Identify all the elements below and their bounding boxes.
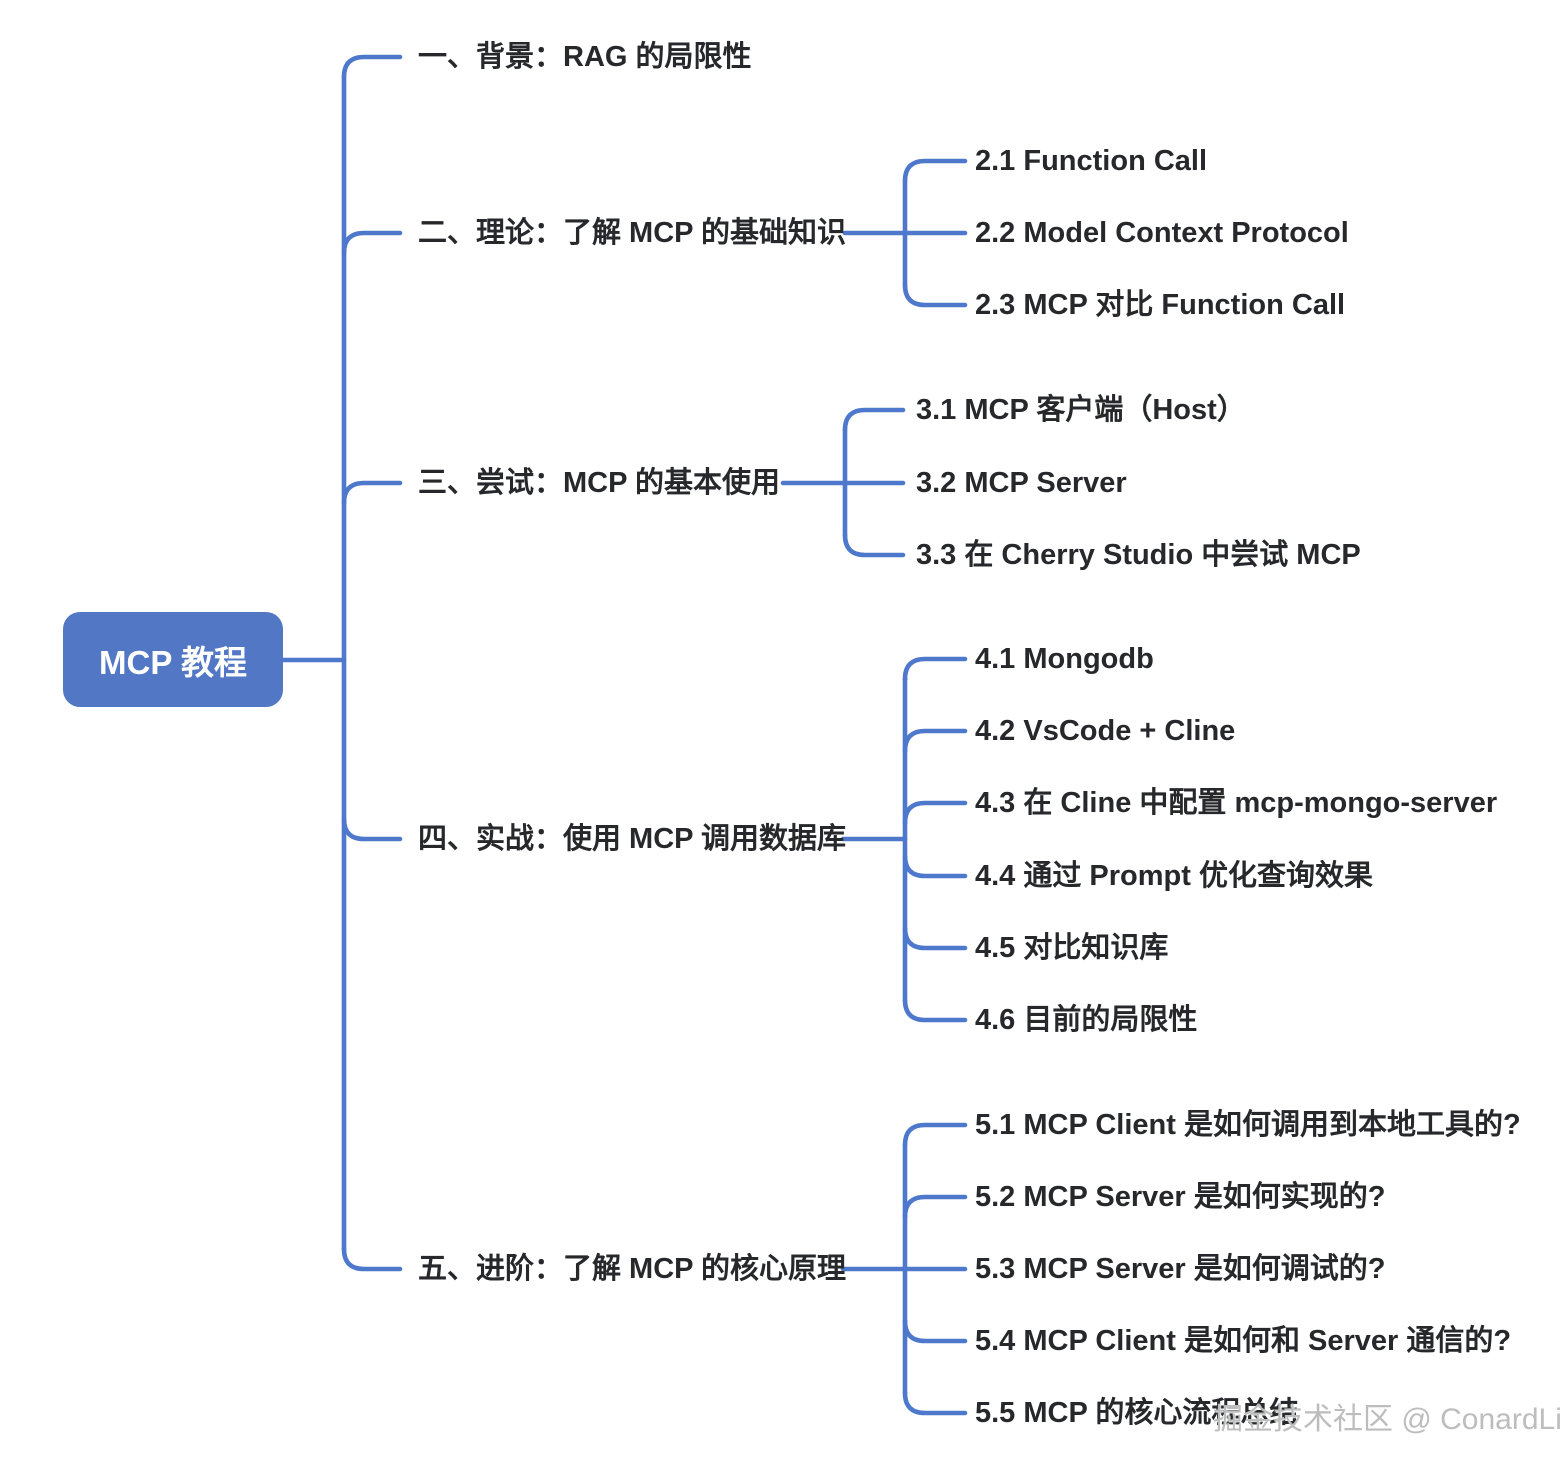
link-4-5 [902,925,968,951]
subtopic-3-2[interactable]: 3.2 MCP Server [916,467,1127,499]
link-branch-3 [341,480,403,506]
link-5-5 [902,1390,968,1416]
subtopic-5-2[interactable]: 5.2 MCP Server 是如何实现的? [975,1181,1386,1213]
link-2-3 [902,282,968,308]
connectors [280,54,968,1416]
subtopic-4-4[interactable]: 4.4 通过 Prompt 优化查询效果 [975,860,1373,892]
link-3-1 [842,407,906,433]
subtopic-2-1[interactable]: 2.1 Function Call [975,145,1208,177]
branch-topic-5[interactable]: 五、进阶：了解 MCP 的核心原理 [418,1253,847,1285]
link-4-2 [902,728,968,754]
watermark: 掘金技术社区 @ ConardLi [1213,1403,1562,1436]
branch-topic-2[interactable]: 二、理论：了解 MCP 的基础知识 [418,217,847,249]
link-4-1 [902,656,968,682]
subtopic-3-3[interactable]: 3.3 在 Cherry Studio 中尝试 MCP [916,539,1361,571]
branch-topic-3[interactable]: 三、尝试：MCP 的基本使用 [418,467,780,499]
link-branch-2 [341,230,403,256]
link-4-4 [902,853,968,879]
link-2-1 [902,158,968,184]
subtopic-5-4[interactable]: 5.4 MCP Client 是如何和 Server 通信的? [975,1325,1512,1357]
link-3-3 [842,532,906,558]
root-topic[interactable]: MCP 教程 [63,612,283,707]
subtopic-3-1[interactable]: 3.1 MCP 客户端（Host） [916,394,1246,426]
subtopic-5-3[interactable]: 5.3 MCP Server 是如何调试的? [975,1253,1386,1285]
link-5-1 [902,1122,968,1148]
link-branch-4 [341,816,403,842]
subtopic-4-6[interactable]: 4.6 目前的局限性 [975,1004,1198,1036]
branch-topic-1[interactable]: 一、背景：RAG 的局限性 [418,41,752,73]
subtopic-4-2[interactable]: 4.2 VsCode + Cline [975,715,1236,747]
link-4-3 [902,800,968,826]
subtopic-2-3[interactable]: 2.3 MCP 对比 Function Call [975,289,1346,321]
subtopic-5-1[interactable]: 5.1 MCP Client 是如何调用到本地工具的? [975,1109,1521,1141]
link-branch-5 [341,1246,403,1272]
link-5-2 [902,1194,968,1220]
subtopic-4-5[interactable]: 4.5 对比知识库 [975,932,1169,964]
subtopic-5-5[interactable]: 5.5 MCP 的核心流程总结 [975,1397,1299,1429]
branch-topic-4[interactable]: 四、实战：使用 MCP 调用数据库 [418,823,847,855]
subtopic-2-2[interactable]: 2.2 Model Context Protocol [975,217,1349,249]
link-branch-1 [341,54,403,80]
subtopic-4-3[interactable]: 4.3 在 Cline 中配置 mcp-mongo-server [975,787,1498,819]
link-4-6 [902,997,968,1023]
link-5-4 [902,1318,968,1344]
subtopic-4-1[interactable]: 4.1 Mongodb [975,643,1154,675]
